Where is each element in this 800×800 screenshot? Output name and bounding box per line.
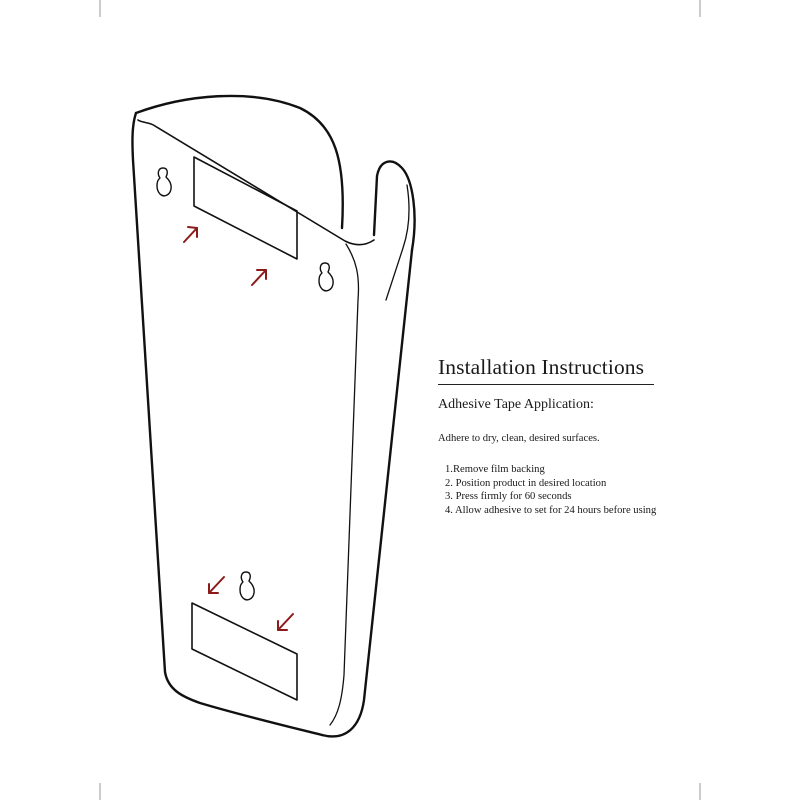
adhesive-tape-strip-top: [193, 156, 298, 260]
intro-text: Adhere to dry, clean, desired surfaces.: [438, 433, 600, 444]
adhesive-tape-strip-bottom: [191, 602, 298, 701]
arrow-icon: [277, 613, 294, 631]
keyhole-slot-icon: [239, 571, 255, 601]
title-divider: [438, 384, 654, 385]
keyhole-slot-icon: [318, 262, 334, 292]
holder-inner-crease: [329, 243, 360, 726]
holder-front-top-edge: [137, 119, 375, 246]
page-title: Installation Instructions: [438, 355, 645, 379]
step-item: 4. Allow adhesive to set for 24 hours be…: [445, 504, 657, 516]
holder-back-panel-edge: [134, 94, 344, 230]
holder-left-edge: [131, 111, 324, 737]
holder-lip-inner-line: [385, 184, 410, 301]
keyhole-slot-icon: [156, 167, 172, 197]
section-subtitle: Adhesive Tape Application:: [438, 397, 594, 412]
arrow-icon: [251, 269, 267, 286]
holder-right-lip: [372, 160, 416, 252]
step-item: 2. Position product in desired location: [445, 477, 607, 489]
arrow-icon: [208, 576, 225, 594]
arrow-icon: [183, 226, 198, 243]
step-item: 1.Remove film backing: [445, 464, 545, 475]
step-item: 3. Press firmly for 60 seconds: [445, 491, 572, 503]
steps-list: 1.Remove film backing 2. Position produc…: [445, 463, 688, 517]
holder-bottom-right-edge: [320, 248, 414, 738]
installation-instructions: Installation Instructions Adhesive Tape …: [438, 352, 688, 517]
